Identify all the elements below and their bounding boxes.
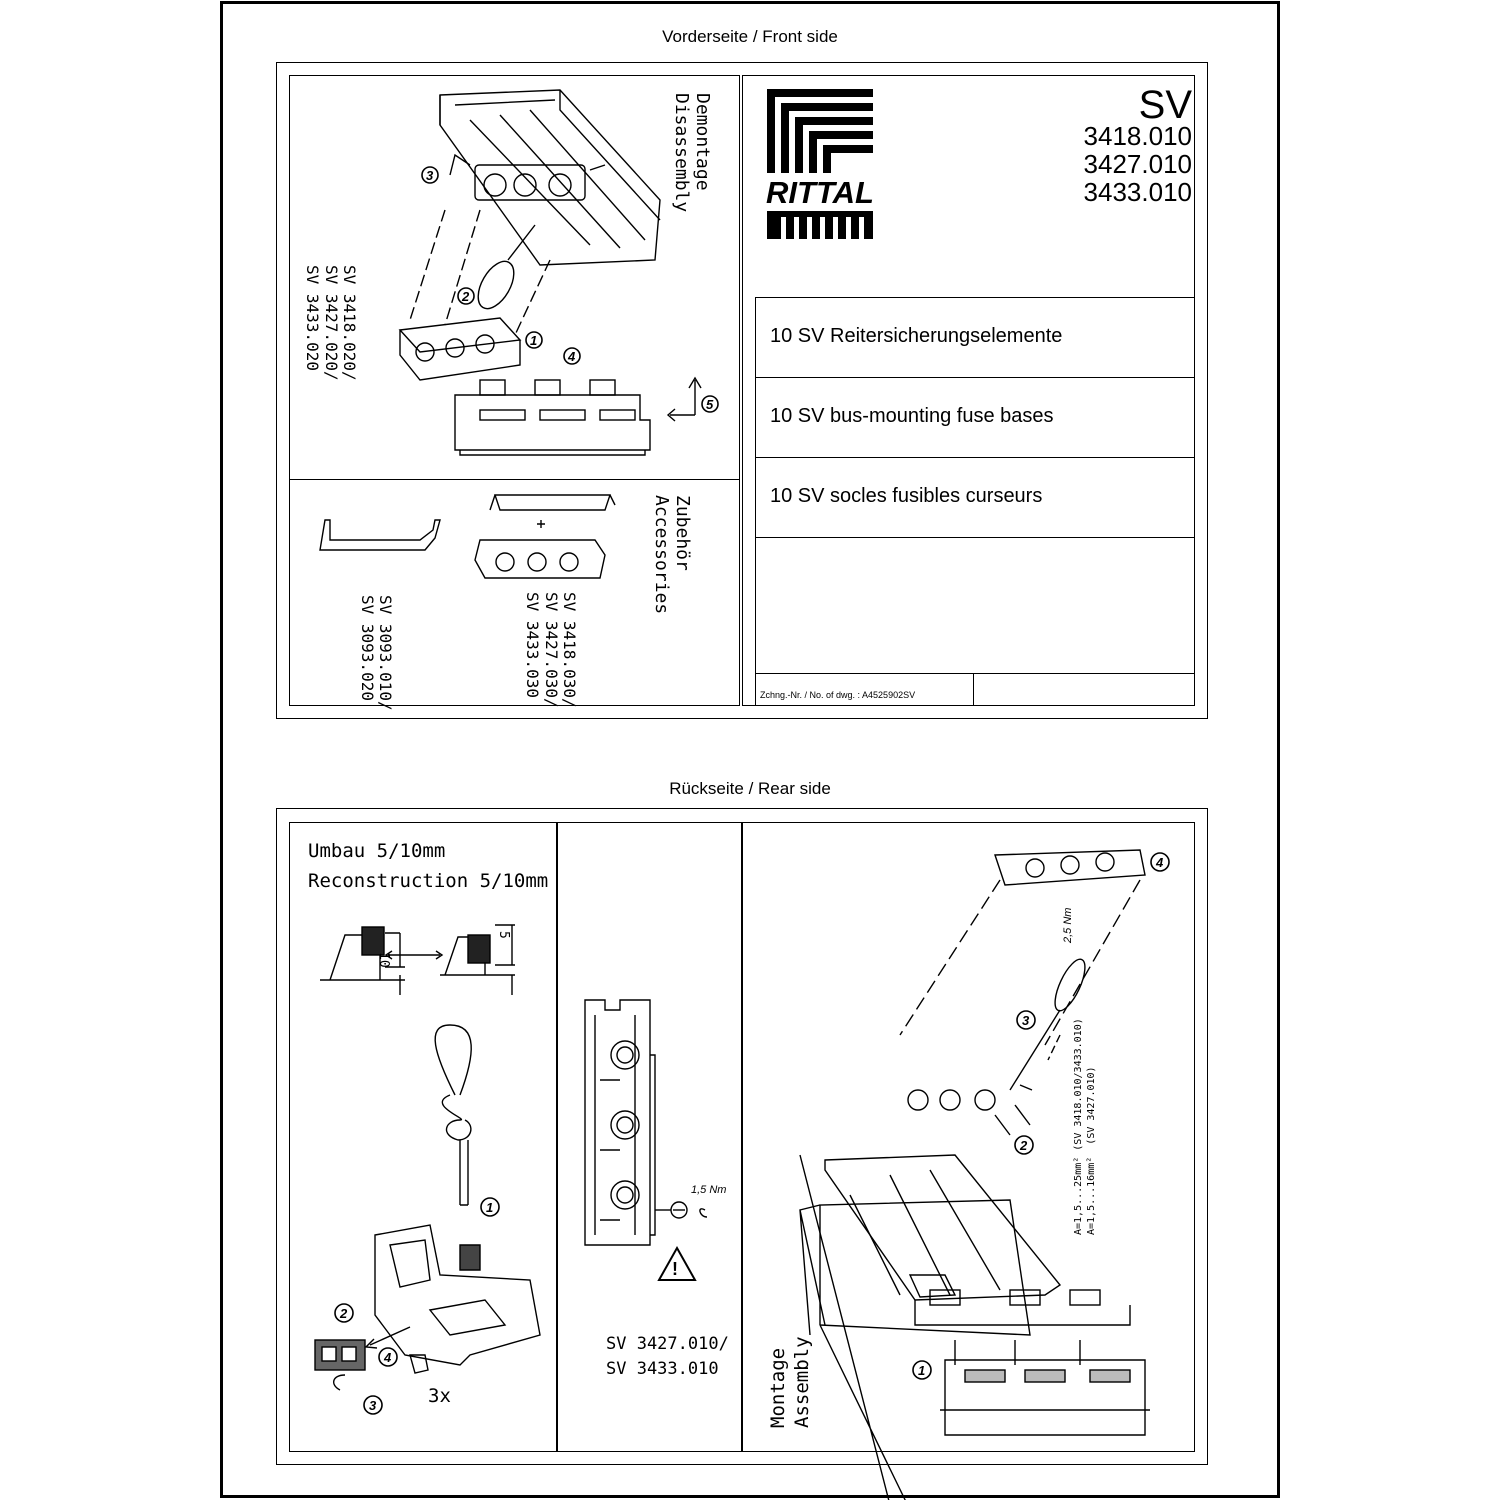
rittal-logo: RITTAL: [766, 89, 874, 239]
front-left-divider: [289, 479, 740, 480]
accessories-parts-fuse-base: SV 3418.030/ SV 3427.030/ SV 3433.030: [523, 592, 579, 708]
table-rule: [755, 377, 1195, 378]
table-rule: [973, 673, 974, 706]
table-rule: [755, 537, 1195, 538]
description-german: 10 SV Reitersicherungselemente: [770, 325, 1063, 347]
dimension-5: 5: [496, 931, 511, 939]
rear-step-3-label: 3: [369, 1398, 377, 1413]
fuse-base-side-view: ! 1,5 Nm: [584, 999, 726, 1281]
front-left-frame: [289, 75, 740, 706]
drawing-number: Zchng.-Nr. / No. of dwg. : A4525902SV: [760, 690, 916, 700]
rittal-logo-text: RITTAL: [766, 175, 874, 210]
accessories-title: Zubehör Accessories: [651, 495, 693, 615]
step-3-label: 3: [426, 168, 434, 183]
assembly-step-4-label: 4: [1155, 855, 1164, 870]
product-code-1: 3418.010: [1083, 121, 1192, 151]
dimension-10: 10: [376, 952, 391, 968]
rear-step-1-label: 1: [486, 1200, 493, 1215]
cross-section-specs: A=1,5...25mm² (SV 3418.010/3433.010) A=1…: [1073, 1018, 1097, 1235]
step-5-label: 5: [706, 397, 714, 412]
table-rule: [755, 457, 1195, 458]
description-table: [755, 297, 1195, 706]
step-2-label: 2: [461, 289, 470, 304]
product-name: SV: [1138, 83, 1192, 127]
description-english: 10 SV bus-mounting fuse bases: [770, 405, 1054, 427]
rear-middle-frame: [557, 822, 742, 1452]
reconstruction-title: Umbau 5/10mm Reconstruction 5/10mm: [308, 840, 549, 892]
front-panel: [276, 62, 1208, 719]
disassembly-drawing: 3 2 1 4 5: [398, 89, 719, 456]
rear-step-4-label: 4: [383, 1350, 392, 1365]
product-code-3: 3433.010: [1083, 177, 1192, 207]
accessories-parts-bracket: SV 3093.010/ SV 3093.020: [357, 595, 395, 711]
svg-text:!: !: [672, 1259, 678, 1279]
rear-side-header: Rückseite / Rear side: [669, 779, 831, 798]
table-rule: [755, 673, 1195, 674]
page-border: [220, 1, 1280, 1498]
disassembly-part-numbers: SV 3418.020/ SV 3427.020/ SV 3433.020: [303, 265, 359, 381]
step-1-label: 1: [530, 333, 537, 348]
assembly-title: Montage Assembly: [767, 1336, 813, 1428]
reconstruction-drawing: 10 5 1 2 3 4: [314, 924, 541, 1415]
product-code-2: 3427.010: [1083, 149, 1192, 179]
accessories-drawing: [319, 494, 616, 579]
middle-part-numbers: SV 3427.010/ SV 3433.010: [606, 1334, 729, 1379]
rear-step-2-label: 2: [339, 1306, 348, 1321]
step-4-label: 4: [567, 349, 576, 364]
rear-left-frame: [289, 822, 557, 1452]
description-french: 10 SV socles fusibles curseurs: [770, 485, 1043, 507]
torque-1-5-nm: 1,5 Nm: [691, 1184, 726, 1196]
assembly-step-1-label: 1: [918, 1363, 925, 1378]
rear-right-frame: [742, 822, 1195, 1452]
assembly-step-3-label: 3: [1022, 1013, 1030, 1028]
assembly-step-2-label: 2: [1019, 1138, 1028, 1153]
torque-2-5-nm: 2,5 Nm: [1062, 907, 1074, 943]
rear-panel: [276, 808, 1208, 1465]
quantity-3x: 3x: [428, 1385, 451, 1407]
assembly-drawing: 4 3 2 1: [799, 849, 1170, 1500]
front-side-header: Vorderseite / Front side: [662, 27, 838, 46]
